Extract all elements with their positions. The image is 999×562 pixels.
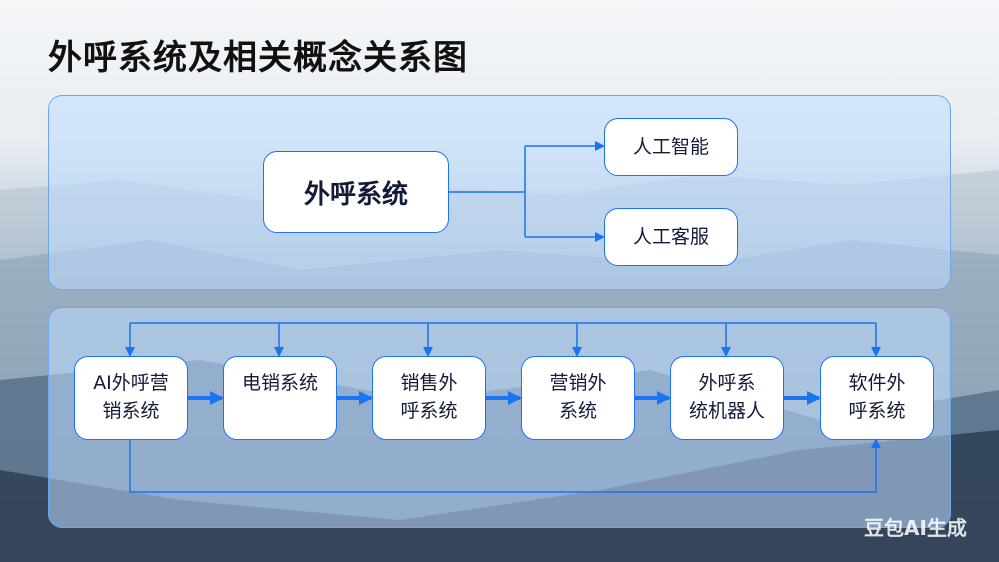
node-label-line: 系统 (558, 400, 597, 422)
flow-node-3: 销售外 呼系统 (372, 356, 486, 440)
node-label-line: 呼系统 (848, 400, 906, 422)
node-label: 外呼系统 (303, 179, 408, 210)
bottom-loop-arrow (129, 438, 881, 493)
node-label: 人工智能 (632, 135, 709, 158)
node-label-line: 营销外 (549, 372, 607, 394)
flow-panel (48, 307, 951, 528)
node-label-line: AI外呼营 (93, 372, 169, 394)
flow-node-5: 外呼系 统机器人 (670, 356, 784, 440)
node-human-service: 人工客服 (604, 208, 738, 266)
watermark: 豆包AI生成 (864, 516, 967, 540)
flow-node-4: 营销外 系统 (521, 356, 635, 440)
node-label-line: 统机器人 (688, 400, 765, 422)
flow-node-2: 电销系统 (223, 356, 337, 440)
node-label-line: 外呼系 (698, 372, 756, 394)
node-label: 人工客服 (632, 225, 709, 248)
node-artificial-intelligence: 人工智能 (604, 118, 738, 176)
flow-node-6: 软件外 呼系统 (820, 356, 934, 440)
top-panel (48, 95, 951, 290)
node-outbound-system: 外呼系统 (263, 151, 449, 233)
node-label-line: 呼系统 (400, 400, 458, 422)
connector-main-split (448, 146, 526, 237)
node-label-line: 电销系统 (241, 372, 318, 394)
flow-node-1: AI外呼营 销系统 (74, 356, 188, 440)
page-title: 外呼系统及相关概念关系图 (48, 38, 468, 78)
node-label-line: 销售外 (400, 372, 458, 394)
node-label-line: 软件外 (848, 372, 906, 394)
node-label-line: 销系统 (102, 400, 160, 422)
